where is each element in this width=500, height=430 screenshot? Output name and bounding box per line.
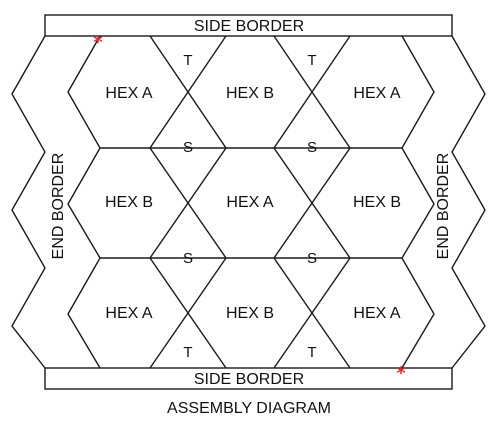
triangle-label: T: [307, 52, 316, 69]
square-label: S: [183, 139, 193, 156]
hex-label: HEX A: [353, 85, 400, 102]
hex-label: HEX A: [353, 305, 400, 322]
hex-label: HEX B: [105, 194, 153, 211]
star-marker-top-left: *: [93, 32, 103, 53]
left-hex-column-outline: [67, 35, 101, 369]
side-border-bottom-label: SIDE BORDER: [194, 371, 304, 388]
triangle-label: T: [183, 52, 192, 69]
square-label: S: [307, 139, 317, 156]
hex-diagonals-col4: [273, 35, 351, 369]
diagram-caption: ASSEMBLY DIAGRAM: [167, 400, 331, 417]
side-border-top-strip: [44, 14, 453, 37]
end-border-right-label: END BORDER: [435, 153, 452, 260]
end-border-right-strip: [451, 35, 486, 369]
square-label: S: [183, 250, 193, 267]
hex-label: HEX A: [226, 194, 273, 211]
hex-label: HEX B: [353, 194, 401, 211]
end-border-left-strip: [11, 35, 46, 369]
square-label: S: [307, 250, 317, 267]
hex-diagonals-col2: [149, 35, 227, 369]
triangle-label: T: [183, 344, 192, 361]
triangle-label: T: [307, 344, 316, 361]
hex-label: HEX A: [105, 305, 152, 322]
star-marker-bottom-right: *: [396, 363, 406, 384]
side-border-top-label: SIDE BORDER: [194, 18, 304, 35]
end-border-left-label: END BORDER: [50, 153, 67, 260]
right-hex-column-outline: [401, 35, 435, 369]
hex-label: HEX B: [226, 85, 274, 102]
side-border-bottom-strip: [44, 367, 453, 390]
hex-label: HEX B: [226, 305, 274, 322]
hex-label: HEX A: [105, 85, 152, 102]
